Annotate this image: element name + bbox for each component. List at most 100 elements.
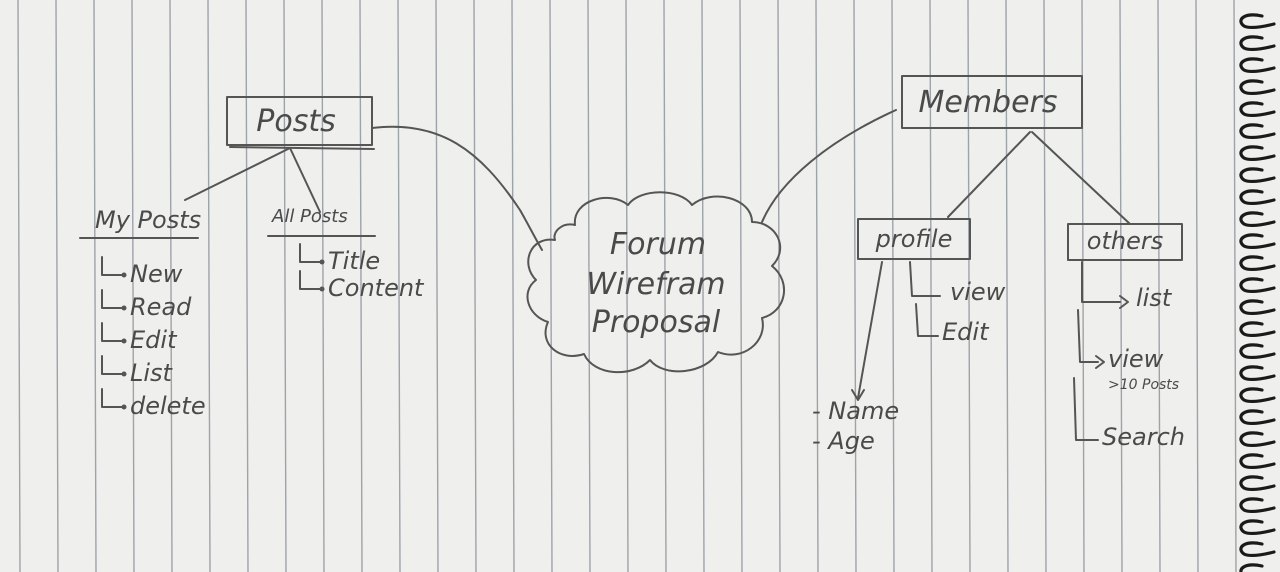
spiral-ring	[1239, 343, 1276, 360]
all-posts-heading[interactable]: All Posts	[271, 206, 348, 227]
my-posts-item-label: New	[130, 260, 183, 288]
all-posts-item[interactable]: Content	[299, 270, 425, 302]
ruled-line	[397, 0, 401, 572]
my-posts-item[interactable]: List	[101, 355, 174, 387]
spiral-ring	[1239, 453, 1276, 470]
ruled-line	[739, 0, 743, 572]
my-posts-item-label: List	[130, 359, 174, 387]
spiral-ring	[1239, 387, 1276, 404]
others-search-branch	[1073, 377, 1099, 441]
all-posts-item-label: Content	[328, 274, 425, 302]
profile-heading: profile	[875, 225, 953, 253]
ruled-line	[245, 0, 249, 572]
ruled-line	[929, 0, 933, 572]
spiral-ring	[1239, 409, 1276, 426]
all-posts-item[interactable]: Title	[299, 243, 380, 275]
posts-box	[226, 96, 373, 146]
ruled-line	[853, 0, 857, 572]
branch-arrow-icon	[101, 322, 123, 342]
ruled-line	[93, 0, 97, 572]
profile-fields-list: - Name- Age	[812, 397, 899, 455]
others-box[interactable]	[1067, 223, 1183, 261]
ruled-line	[549, 0, 553, 572]
spiral-ring	[1239, 541, 1276, 558]
ruled-line	[663, 0, 667, 572]
branch-arrow-icon	[299, 243, 321, 263]
connector-members-others	[1031, 131, 1131, 225]
profile-item[interactable]: view	[950, 278, 1006, 306]
ruled-line	[55, 0, 59, 572]
members-title: Members	[918, 85, 1057, 120]
ruled-line	[1195, 0, 1199, 572]
spiral-ring	[1239, 123, 1276, 140]
ruled-line	[207, 0, 211, 572]
ruled-line	[701, 0, 705, 572]
center-label-line1: Forum	[610, 227, 706, 262]
profile-arrowhead-icon	[851, 389, 865, 401]
ruled-line	[359, 0, 363, 572]
others-item[interactable]: Search	[1102, 423, 1185, 451]
connector-posts-myposts	[184, 147, 291, 201]
profile-item[interactable]: Edit	[942, 318, 990, 346]
ruled-line	[1043, 0, 1047, 572]
spiral-ring	[1239, 233, 1276, 250]
spiral-ring	[1239, 321, 1276, 338]
my-posts-item[interactable]: New	[101, 256, 183, 288]
spiral-binding	[1239, 13, 1276, 572]
my-posts-item[interactable]: Read	[101, 289, 192, 321]
branch-arrow-icon	[101, 355, 123, 375]
center-label-line2: Wirefram	[586, 267, 725, 302]
center-cloud-shape	[526, 191, 785, 373]
branch-dot-icon	[121, 371, 127, 377]
ruled-line	[1157, 0, 1161, 572]
ruled-line	[17, 0, 21, 572]
branch-arrow-icon	[101, 289, 123, 309]
my-posts-item[interactable]: Edit	[101, 322, 178, 354]
spiral-ring	[1239, 277, 1276, 294]
spiral-ring	[1239, 13, 1276, 30]
others-view-branch	[1077, 309, 1099, 363]
profile-field: - Age	[812, 427, 875, 455]
branch-dot-icon	[319, 286, 325, 292]
spiral-ring	[1239, 431, 1276, 448]
posts-title: Posts	[256, 104, 335, 139]
center-label-line3: Proposal	[592, 305, 721, 340]
ruled-line	[473, 0, 477, 572]
profile-box[interactable]	[857, 218, 971, 260]
spiral-ring	[1239, 299, 1276, 316]
ruled-line	[967, 0, 971, 572]
others-item[interactable]: list	[1136, 284, 1173, 312]
spiral-ring	[1239, 35, 1276, 52]
others-list-branch	[1081, 261, 1121, 303]
posts-node[interactable]: Posts	[226, 96, 375, 150]
spiral-ring	[1239, 189, 1276, 206]
others-item[interactable]: view	[1108, 345, 1164, 373]
ruled-line	[777, 0, 781, 572]
spiral-ring	[1239, 57, 1276, 74]
ruled-line	[169, 0, 173, 572]
ruled-line	[1233, 0, 1237, 572]
my-posts-heading[interactable]: My Posts	[95, 206, 201, 234]
my-posts-item[interactable]: delete	[101, 388, 206, 420]
spiral-ring	[1239, 79, 1276, 96]
connector-members-profile	[947, 131, 1031, 218]
others-heading: others	[1087, 227, 1163, 255]
spiral-ring	[1239, 365, 1276, 382]
ruled-line	[283, 0, 287, 572]
members-node[interactable]: Members	[901, 75, 1083, 129]
center-node[interactable]: Forum Wirefram Proposal	[526, 191, 785, 373]
all-posts-item-label: Title	[328, 247, 380, 275]
ruled-line	[131, 0, 135, 572]
ruled-line	[891, 0, 895, 572]
others-view-note: >10 Posts	[1108, 377, 1179, 393]
ruled-line	[815, 0, 819, 572]
ruled-line	[587, 0, 591, 572]
spiral-ring	[1239, 101, 1276, 118]
